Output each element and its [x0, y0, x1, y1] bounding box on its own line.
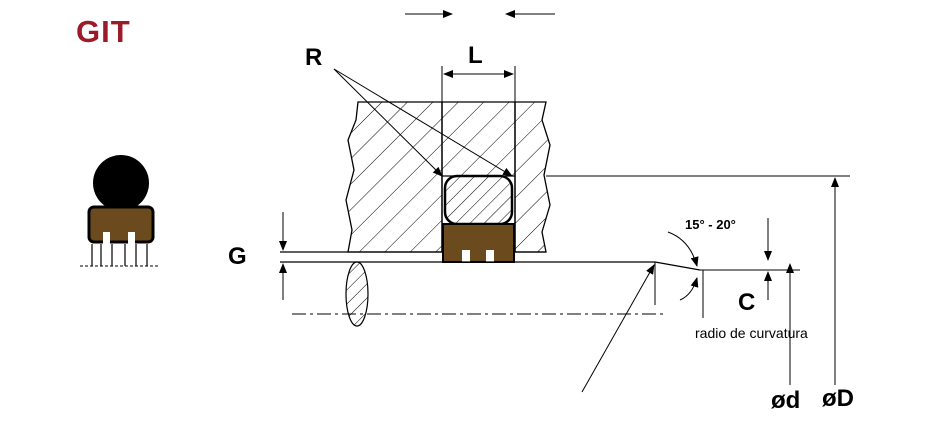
- diameter-dimensions: [786, 177, 839, 385]
- chamfer-angle-label: 15° - 20°: [685, 217, 736, 232]
- chamfer-angle-dimension: [654, 231, 704, 318]
- seal-body: [442, 223, 515, 263]
- rod: [280, 175, 850, 327]
- curvature-note: radio de curvatura: [695, 325, 808, 341]
- groove-width-dimension: [405, 10, 555, 102]
- radius-label: R: [305, 44, 323, 71]
- o-ring: [443, 174, 514, 226]
- curvature-leader: [581, 264, 655, 393]
- groove-width-label: L: [468, 42, 483, 69]
- housing: [345, 101, 551, 253]
- gap-label: G: [228, 243, 247, 270]
- chamfer-length-label: C: [738, 289, 756, 316]
- rod-diameter-label: ød: [771, 387, 801, 414]
- bore-diameter-label: øD: [822, 385, 854, 412]
- seal-profile-icon: [80, 155, 160, 267]
- radius-leaders: [333, 68, 513, 177]
- product-title: GIT: [76, 14, 131, 49]
